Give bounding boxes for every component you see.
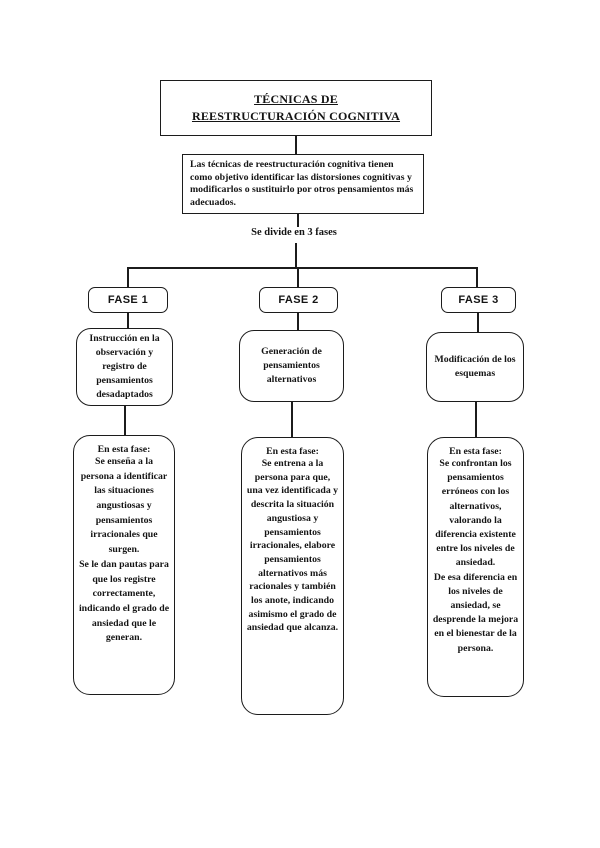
branch-drop-fase-1 [127, 267, 129, 287]
fase-2-box: FASE 2 [259, 287, 338, 313]
connector-summary-3-to-detail [475, 402, 477, 437]
fase-3-summary: Modificación de los esquemas [434, 354, 516, 379]
fase-2-label: FASE 2 [278, 294, 319, 306]
description-text: Las técnicas de reestructuración cogniti… [190, 159, 414, 209]
divider-label: Se divide en 3 fases [251, 227, 337, 238]
connector-divider-to-branch [295, 243, 297, 267]
fase-2-detail-text: Se entrena a la persona para que, una ve… [246, 458, 339, 634]
fase-3-label: FASE 3 [458, 294, 499, 306]
connector-fase-2-to-summary [297, 313, 299, 330]
title-box: TÉCNICAS DE REESTRUCTURACIÓN COGNITIVA [160, 80, 432, 136]
branch-line-horizontal [127, 267, 477, 269]
fase-2-detail-box: En esta fase: Se entrena a la persona pa… [241, 437, 344, 715]
connector-fase-3-to-summary [477, 313, 479, 332]
fase-3-detail-heading: En esta fase: [449, 446, 502, 457]
branch-drop-fase-2 [297, 267, 299, 287]
description-box: Las técnicas de reestructuración cogniti… [182, 154, 424, 214]
fase-3-detail-box: En esta fase: Se confrontan los pensamie… [427, 437, 524, 697]
connector-description-to-divider [297, 214, 299, 227]
fase-1-detail-heading: En esta fase: [97, 444, 151, 455]
branch-drop-fase-3 [476, 267, 478, 287]
fase-2-summary: Generación de pensamientos alternativos [261, 346, 322, 385]
fase-1-detail-text: Se enseña a la persona a identificar las… [78, 456, 170, 644]
fase-1-summary-box: Instrucción en la observación y registro… [76, 328, 173, 406]
fase-3-box: FASE 3 [441, 287, 516, 313]
fase-2-summary-box: Generación de pensamientos alternativos [239, 330, 344, 402]
page-title: TÉCNICAS DE REESTRUCTURACIÓN COGNITIVA [191, 91, 401, 123]
fase-3-detail-text: Se confrontan los pensamientos erróneos … [432, 458, 519, 654]
fase-2-detail-heading: En esta fase: [266, 446, 319, 457]
fase-1-box: FASE 1 [88, 287, 168, 313]
connector-title-to-description [295, 136, 297, 154]
fase-1-detail-box: En esta fase: Se enseña a la persona a i… [73, 435, 175, 695]
connector-summary-1-to-detail [124, 406, 126, 435]
connector-summary-2-to-detail [291, 402, 293, 437]
connector-fase-1-to-summary [127, 313, 129, 328]
fase-1-summary: Instrucción en la observación y registro… [89, 333, 160, 400]
fase-1-label: FASE 1 [107, 294, 149, 306]
fase-3-summary-box: Modificación de los esquemas [426, 332, 524, 402]
